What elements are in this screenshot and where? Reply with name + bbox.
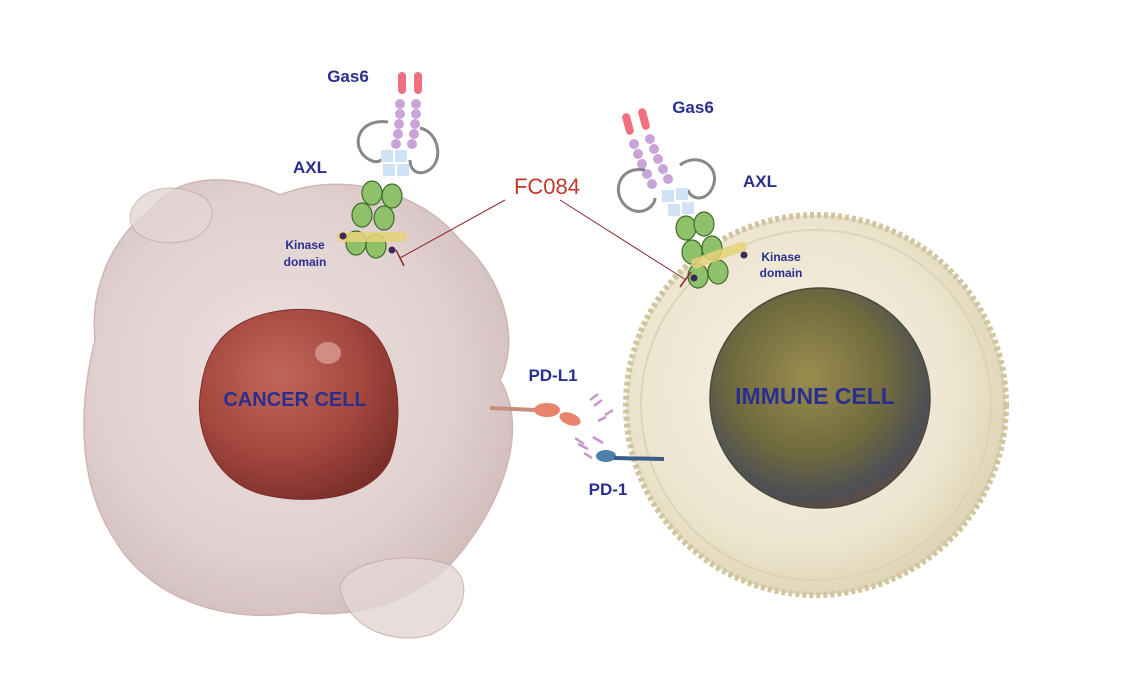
kinase-label-left-1: Kinase <box>285 238 325 252</box>
fc084-inhibitor: FC084 <box>395 174 692 288</box>
axl-receptor-left: Gas6 AXL Kinase domain <box>284 67 440 269</box>
axl-receptor-right: Gas6 AXL Kinase domain <box>616 98 803 289</box>
axl-fn-domains-right <box>675 211 729 289</box>
kinase-dot-right-1 <box>740 251 748 259</box>
fc084-tbar-left <box>395 249 405 267</box>
cancer-cell-label: CANCER CELL <box>223 389 366 411</box>
fc084-label: FC084 <box>514 174 580 199</box>
axl-ig-domain-left-2 <box>395 150 407 162</box>
fc084-line-right <box>559 199 687 281</box>
kinase-domain-right <box>691 241 747 269</box>
pd1-label: PD-1 <box>589 480 628 499</box>
gas6-head-left-1 <box>398 72 406 94</box>
gas6-head-right-2 <box>638 108 650 130</box>
gas6-label-right: Gas6 <box>672 98 714 117</box>
axl-label-right: AXL <box>743 172 777 191</box>
pdl1-stalk <box>489 406 536 412</box>
immune-cell: IMMUNE CELL <box>623 212 1009 598</box>
axl-ig-domain-right-2 <box>676 188 688 200</box>
gas6-label-left: Gas6 <box>327 67 369 86</box>
pd1-domain <box>596 450 616 462</box>
kinase-label-right-1: Kinase <box>761 250 801 264</box>
pdl1-domain-2 <box>559 412 581 426</box>
immune-cell-label: IMMUNE CELL <box>735 383 895 409</box>
immune-cell-membrane-inner <box>640 229 992 581</box>
axl-ig-domain-left-1 <box>381 150 393 162</box>
kinase-label-left-2: domain <box>284 255 327 269</box>
gas6-loop-right <box>408 126 440 175</box>
gas6-loop-right-b <box>679 158 717 200</box>
immune-nucleus <box>709 287 931 509</box>
axl-ig-domain-left-3 <box>383 164 395 176</box>
axl-ig-domain-right-1 <box>662 190 674 202</box>
pd-l1-pd-1-interaction: PD-L1 PD-1 <box>489 366 665 499</box>
axl-ig-domain-right-4 <box>682 202 694 214</box>
kinase-dot-left-1 <box>339 232 347 240</box>
gas6-beads-left <box>391 99 421 149</box>
pdl1-domain-1 <box>534 403 560 417</box>
gas6-head-left-2 <box>414 72 422 94</box>
fc084-tbar-right <box>679 271 692 288</box>
fc084-line-left <box>399 199 506 259</box>
pd-antibody-fragments <box>574 393 614 460</box>
axl-ig-domain-right-3 <box>668 204 680 216</box>
gas6-loop-right-a <box>616 168 657 213</box>
pdl1-label: PD-L1 <box>528 366 577 385</box>
cancer-cell: CANCER CELL <box>83 179 514 639</box>
gas6-head-right-1 <box>622 113 634 135</box>
axl-label-left: AXL <box>293 158 327 177</box>
gas6-beads-right <box>629 134 673 189</box>
cancer-nucleus <box>198 308 399 500</box>
cancer-nucleus-highlight <box>315 342 341 364</box>
kinase-label-right-2: domain <box>760 266 803 280</box>
kinase-dot-right-2 <box>690 274 698 282</box>
kinase-dot-left-2 <box>388 246 396 254</box>
kinase-domain-left <box>337 232 407 242</box>
cancer-cell-bleb-bottom <box>339 557 465 639</box>
axl-ig-domain-left-4 <box>397 164 409 176</box>
pd1-stalk <box>613 456 665 461</box>
cancer-cell-bleb-top <box>129 187 213 244</box>
